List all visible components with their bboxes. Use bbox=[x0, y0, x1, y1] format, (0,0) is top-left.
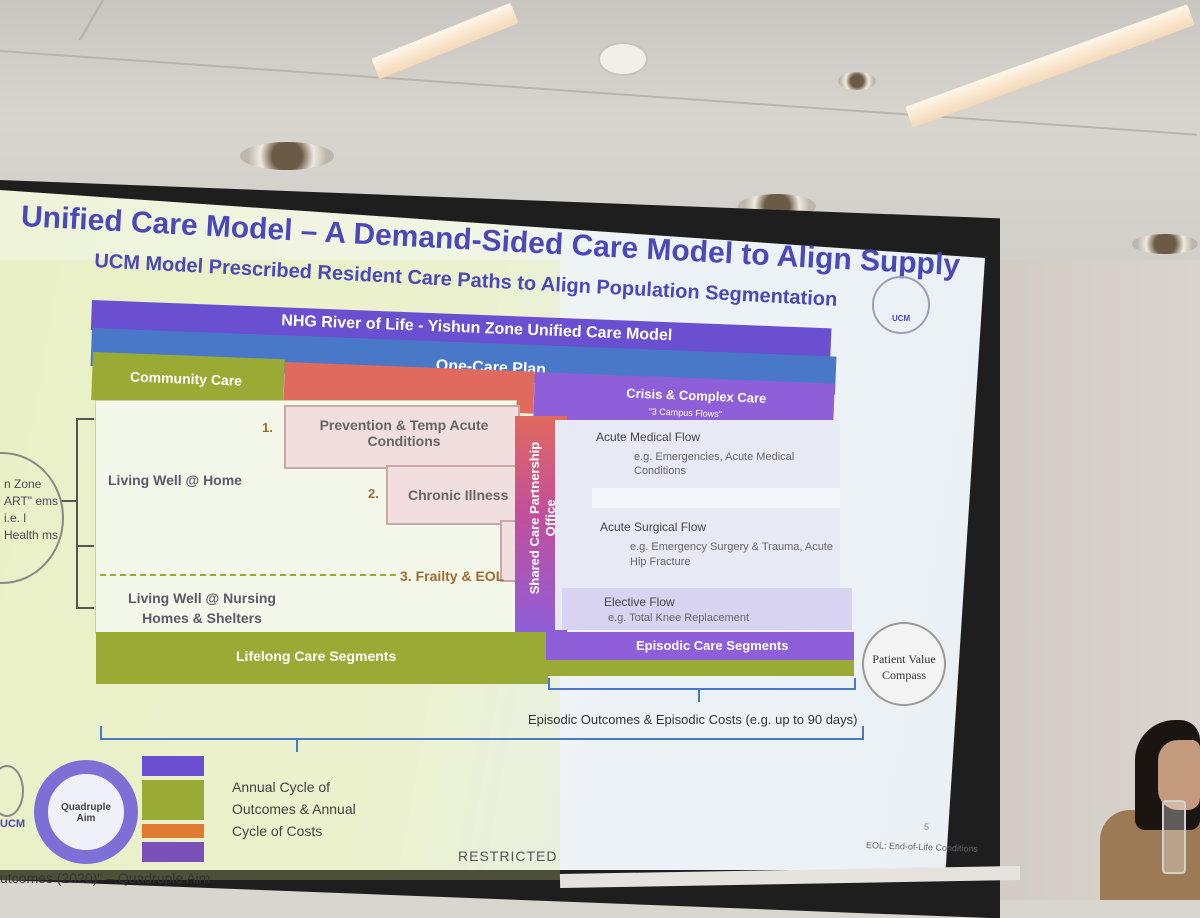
ucm-logo-text: UCM bbox=[892, 314, 911, 323]
episodic-bar: Episodic Care Segments bbox=[546, 632, 854, 662]
person-face bbox=[1158, 740, 1200, 810]
compass-line1: Patient Value bbox=[872, 652, 936, 666]
prevention-label: Prevention & Temp Acute Conditions bbox=[319, 417, 489, 449]
ceiling-spotlight bbox=[1132, 234, 1198, 254]
prevention-box: Prevention & Temp Acute Conditions bbox=[284, 405, 520, 469]
quadruple-aim-wheel: Quadruple Aim bbox=[34, 760, 138, 864]
ceiling-spotlight bbox=[838, 72, 876, 90]
crisis-subtitle: "3 Campus Flows" bbox=[648, 406, 723, 420]
annual-cycle-label: Annual Cycle of Outcomes & Annual Cycle … bbox=[232, 779, 356, 839]
tree-line bbox=[60, 500, 78, 502]
crisis-title: Crisis & Complex Care bbox=[625, 385, 767, 406]
legend-block bbox=[142, 780, 204, 820]
ucm-logo: UCM bbox=[872, 276, 930, 334]
water-bottle bbox=[1162, 800, 1186, 874]
left-circle-text: n Zone ART" ems i.e. l Health ms bbox=[4, 477, 59, 542]
living-home-label: Living Well @ Home bbox=[108, 472, 242, 488]
tree-line bbox=[76, 418, 94, 420]
quadruple-aim-label: Quadruple Aim bbox=[60, 802, 111, 824]
living-nursing-label: Living Well @ Nursing Homes & Shelters bbox=[128, 590, 276, 626]
episodic-bar-green bbox=[546, 660, 854, 676]
chronic-box: Chronic Illness bbox=[386, 465, 520, 525]
frailty-divider bbox=[100, 574, 396, 576]
prevention-number: 1. bbox=[262, 420, 273, 435]
episodic-label: Episodic Care Segments bbox=[636, 638, 789, 653]
legend-block bbox=[142, 756, 204, 776]
lifelong-bar: Lifelong Care Segments bbox=[96, 632, 548, 684]
annual-brace bbox=[100, 726, 864, 740]
left-logo-text: UCM bbox=[0, 818, 26, 830]
patient-value-compass: Patient Value Compass bbox=[862, 622, 946, 706]
acute-surgical-label: Acute Surgical Flow bbox=[600, 520, 707, 534]
tree-line bbox=[76, 418, 78, 608]
tree-line bbox=[76, 607, 94, 609]
quadruple-caption: utcomes (2020)" – Quadruple Aim bbox=[0, 870, 211, 886]
lifelong-label: Lifelong Care Segments bbox=[236, 648, 397, 664]
ceiling-spotlight bbox=[240, 142, 334, 170]
chronic-number: 2. bbox=[368, 486, 379, 501]
episodic-brace bbox=[548, 678, 856, 690]
elective-box bbox=[562, 588, 852, 630]
acute-medical-example: e.g. Emergencies, Acute Medical Conditio… bbox=[634, 451, 795, 477]
compass-line2: Compass bbox=[881, 668, 926, 682]
restricted-label: RESTRICTED bbox=[458, 848, 558, 864]
elective-example: e.g. Total Knee Replacement bbox=[608, 612, 750, 624]
legend-block bbox=[142, 824, 204, 838]
episodic-brace-tip bbox=[698, 688, 700, 702]
page-number: 5 bbox=[924, 822, 930, 832]
frailty-label: 3. Frailty & EOL bbox=[400, 568, 505, 584]
acute-medical-label: Acute Medical Flow bbox=[596, 430, 701, 444]
tree-line bbox=[76, 545, 94, 547]
annual-brace-tip bbox=[296, 738, 298, 752]
acute-surgical-example: e.g. Emergency Surgery & Trauma, Acute H… bbox=[630, 541, 833, 568]
episodic-outcomes-label: Episodic Outcomes & Episodic Costs (e.g.… bbox=[528, 712, 858, 727]
flow-divider bbox=[592, 488, 840, 508]
community-care-label: Community Care bbox=[129, 368, 243, 389]
smoke-detector bbox=[598, 42, 648, 76]
legend-block bbox=[142, 842, 204, 862]
elective-label: Elective Flow bbox=[604, 595, 675, 609]
chronic-label: Chronic Illness bbox=[408, 487, 509, 503]
